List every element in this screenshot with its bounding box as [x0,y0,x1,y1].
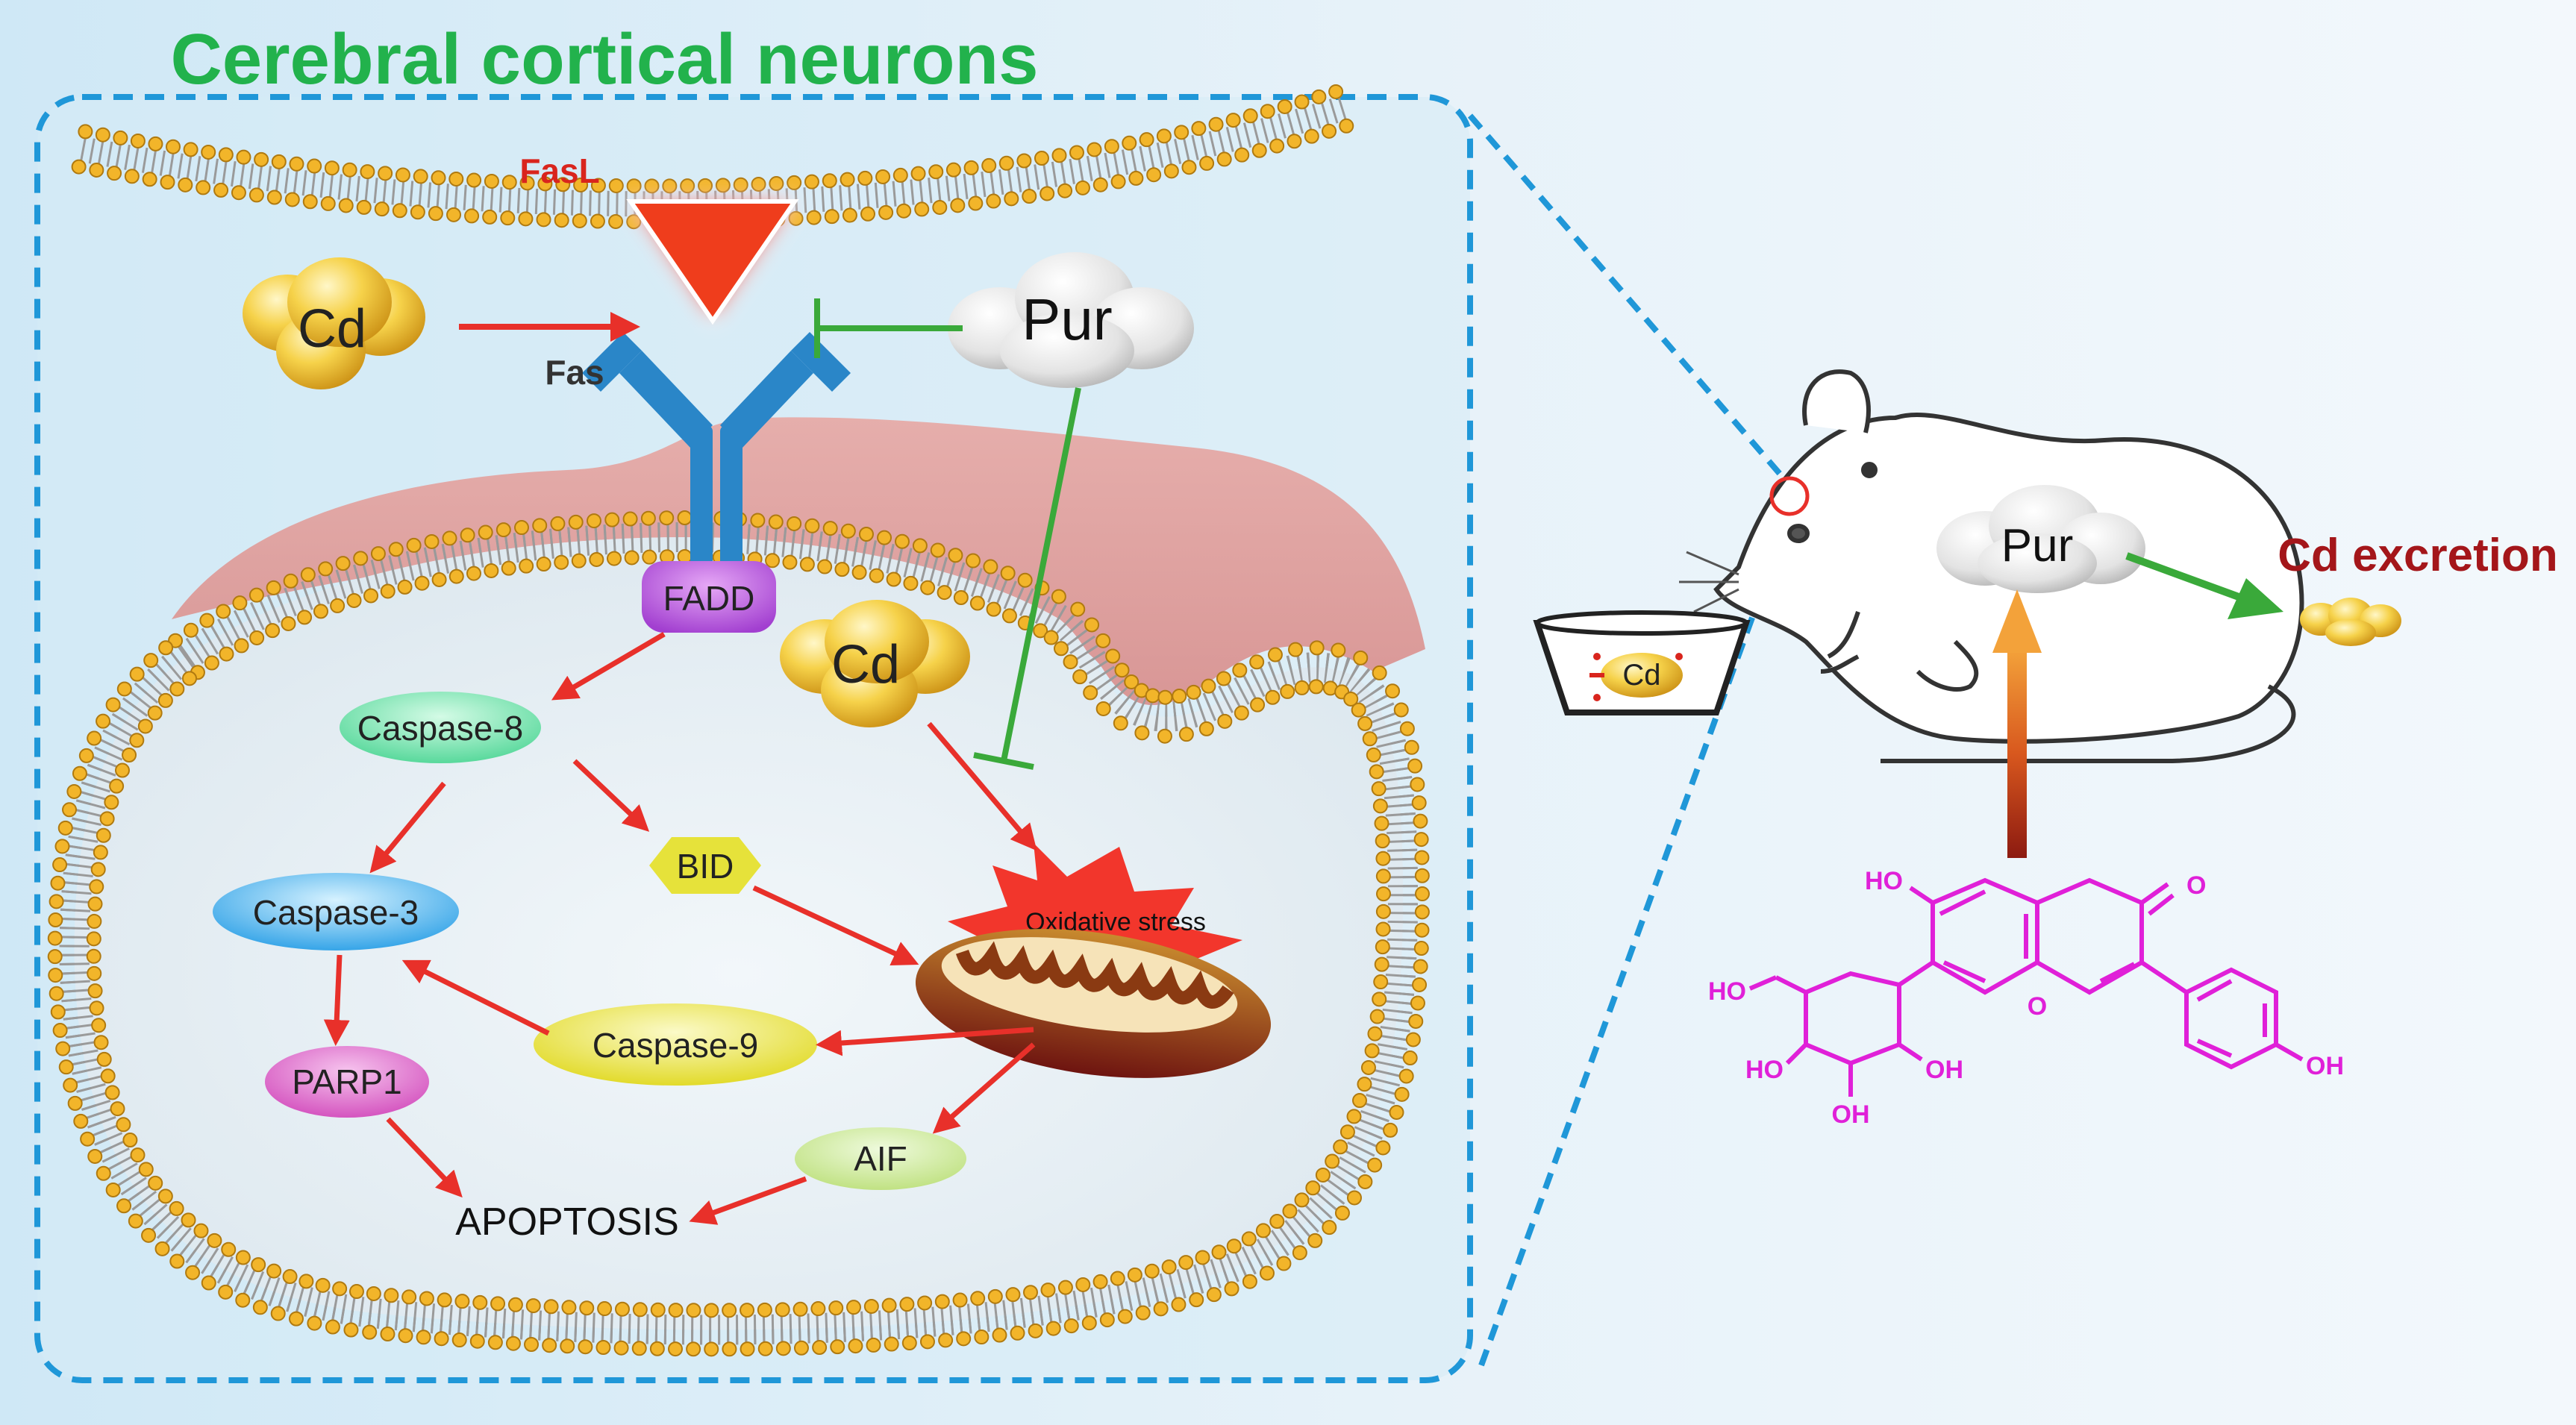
figure-title: Cerebral cortical neurons [170,19,1038,99]
cd-cluster-excreted [2300,598,2401,646]
mouse-whiskers [1679,551,1739,613]
ketone-o: O [2186,871,2206,900]
activation-arrows [323,631,1037,1225]
caspase3-node [213,873,459,950]
excretion-arrow [2125,552,2283,619]
oh-sugar-bottom: OH [1832,1100,1870,1129]
pur-inhibits-oxidative-stress [973,387,1081,770]
administration-arrow [1992,589,2042,858]
caspase8-label: Caspase-8 [357,709,523,748]
cd-excretion-label: Cd excretion [2278,530,2558,581]
cd-water-bowl [1533,610,1751,715]
bid-label: BID [677,847,734,886]
pur-cluster-mouse [1936,485,2145,593]
ho-sugar-ch2: HO [1708,977,1746,1006]
fas-label: Fas [545,353,604,392]
ring-o: O [2028,992,2047,1021]
fasl-label: FasL [519,151,599,190]
caspase8-node [340,692,541,763]
caspase3-label: Caspase-3 [253,893,419,932]
cd-label-water: Cd [1622,659,1660,692]
fasl-ligand [626,199,799,325]
pur-inhibits-fas [814,298,963,358]
cd-label-inner: Cd [831,635,900,695]
cd-cluster-inner [780,600,970,727]
brain-highlight [1769,476,1810,516]
cd-label-outer: Cd [298,299,366,359]
pur-cluster-cell [948,252,1194,388]
fadd-node [642,561,776,633]
top-membrane [71,84,1354,230]
cell-membrane-beads [47,510,1430,1357]
cytoplasm-region [172,417,1425,705]
parp1-label: PARP1 [292,1062,401,1101]
fadd-label: FADD [663,579,755,618]
apoptosis-label: APOPTOSIS [455,1200,679,1244]
ho-sugar-left: HO [1745,1056,1783,1084]
puerarin-structure [1748,877,2304,1097]
oh-sugar-right: OH [1925,1056,1963,1084]
ho-top: HO [1865,867,1903,895]
parp1-node [265,1046,429,1118]
pur-label-cell: Pur [1022,286,1112,352]
puerarin-labels: HO HO HO OH OH O O OH [1708,867,2344,1129]
oh-phenyl: OH [2306,1052,2344,1080]
cd-cluster-outer [243,257,425,389]
caspase9-label: Caspase-9 [593,1026,758,1065]
caspase9-node [534,1003,817,1086]
aif-node [795,1127,966,1190]
aif-label: AIF [854,1139,907,1178]
mitochondrion [915,929,1272,1078]
fas-receptor [582,332,851,604]
pur-label-mouse: Pur [2001,520,2073,571]
bid-node [649,837,761,894]
